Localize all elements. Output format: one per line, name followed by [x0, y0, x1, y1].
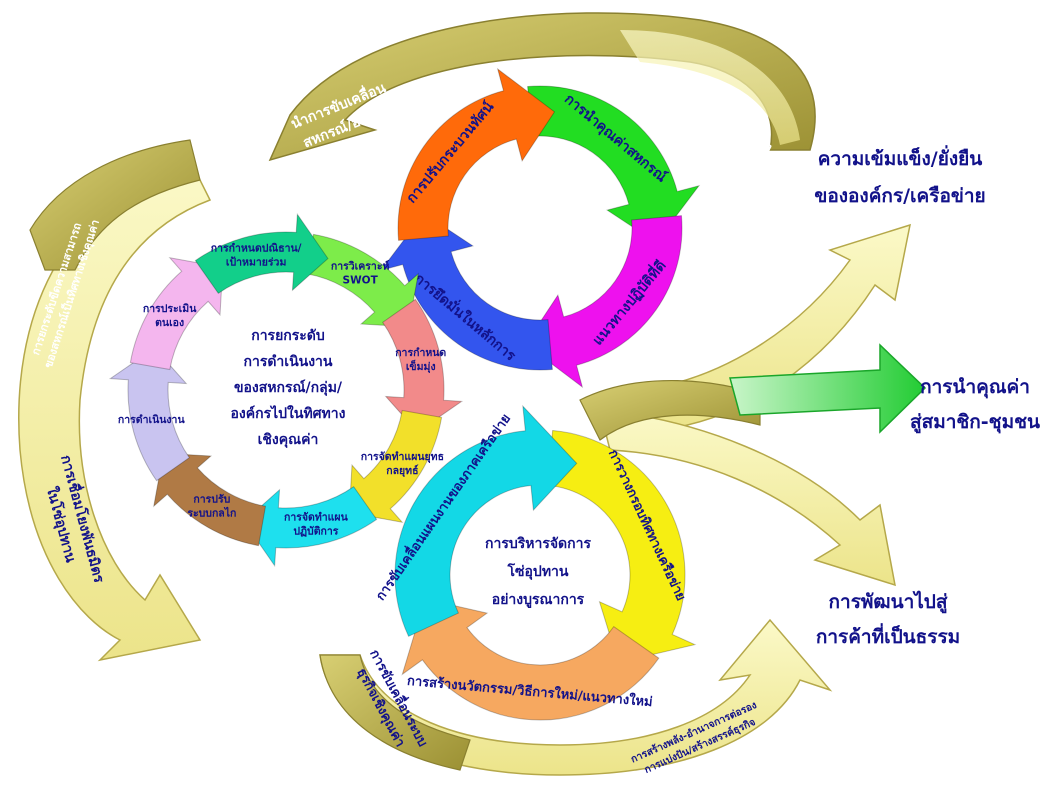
top-cycle-segment-arrow	[527, 85, 701, 244]
left-center-line: องค์กรไปในทิศทาง	[231, 404, 346, 422]
bottom-center-line: โซ่อุปทาน	[507, 562, 569, 580]
left-cycle-segment-label: ปฏิบัติการ	[293, 526, 338, 538]
left-cycle-segment-label: การดำเนินงาน	[118, 414, 186, 426]
left-cycle-segment-label: การกำหนดปณิธาน/	[211, 242, 302, 254]
left-cycle-segment-label: SWOT	[343, 275, 379, 287]
top-cycle-segment-arrow	[524, 215, 683, 389]
left-cycle-segment-label: การประเมิน	[143, 303, 197, 315]
bottom-cycle-segment-arrow	[547, 430, 697, 664]
left-cycle-segment-label: การจัดทำแผนยุทธ	[361, 451, 444, 464]
left-center-line: การดำเนินงาน	[243, 354, 332, 370]
outcome-strength: ความเข้มแข็ง/ยั่งยืน ขององค์กร/เครือข่าย	[814, 145, 985, 207]
svg-text:การพัฒนาไปสู่: การพัฒนาไปสู่	[829, 590, 948, 614]
left-cycle-segment-label: การกำหนด	[395, 347, 446, 359]
left-cycle: การวิเคราะห์ SWOT การกำหนดเข็มมุ่งการจัดทำ…	[108, 212, 464, 568]
svg-text:การค้าที่เป็นธรรม: การค้าที่เป็นธรรม	[816, 623, 960, 648]
top-center-line: ผู้นำเชิงคุณค่า	[490, 243, 595, 264]
bottom-cycle-segment-arrow	[401, 598, 660, 721]
bottom-cycle-segment-arrow	[394, 404, 578, 637]
top-center-line: 4 มิติ	[522, 183, 562, 203]
left-swoosh-olive	[29, 139, 201, 271]
left-center-line: ของสหกรณ์/กลุ่ม/	[234, 379, 343, 396]
left-swoosh-arrow	[18, 159, 212, 662]
left-cycle-segment-arrow	[348, 409, 443, 523]
bottom-center-line: การบริหารจัดการ	[485, 536, 592, 552]
left-cycle-segment-arrow	[108, 347, 191, 482]
bottom-center-line: อย่างบูรณาการ	[492, 592, 585, 608]
left-cycle-segment-label: ระบบกลไก	[187, 506, 236, 519]
bottom-swoosh-olive	[319, 654, 471, 771]
svg-text:ความเข้มแข็ง/ยั่งยืน: ความเข้มแข็ง/ยั่งยืน	[818, 145, 983, 170]
left-cycle-segment-label: ตนเอง	[155, 317, 184, 329]
left-cycle-segment-label: เป้าหมายร่วม	[226, 255, 287, 268]
left-cycle-segment-label: การปรับ	[193, 493, 230, 505]
left-cycle-segment-label: เข็มมุ่ง	[406, 359, 436, 374]
left-cycle-segment-arrow	[129, 257, 224, 371]
top-cycle-segment-arrow	[397, 67, 556, 241]
left-cycle-segment-arrow	[194, 212, 329, 295]
top-center-line: ในการสร้าง	[499, 212, 585, 233]
svg-text:ขององค์กร/เครือข่าย: ขององค์กร/เครือข่าย	[814, 185, 985, 207]
left-center-line: การยกระดับ	[251, 328, 325, 344]
left-center-line: เชิงคุณค่า	[258, 432, 319, 448]
top-cycle-center: 4 มิติ ในการสร้าง ผู้นำเชิงคุณค่า	[490, 183, 595, 264]
left-cycle-segment-label: กลยุทธ์	[386, 464, 418, 478]
top-swoosh-inner	[620, 30, 800, 145]
left-cycle-segment-arrow	[381, 298, 464, 433]
left-cycle-center: การยกระดับ การดำเนินงาน ของสหกรณ์/กลุ่ม/…	[231, 328, 346, 448]
svg-text:การนำคุณค่า: การนำคุณค่า	[920, 376, 1030, 399]
left-cycle-segment-arrow	[153, 452, 267, 547]
outcome-value-to-members: การนำคุณค่า สู่สมาชิก-ชุมชน	[910, 376, 1040, 434]
outcome-fair-trade: การพัฒนาไปสู่ การค้าที่เป็นธรรม	[816, 590, 960, 648]
right-down-swoosh-arrow	[599, 409, 896, 587]
left-cycle-segment-label: การวิเคราะห์	[331, 260, 390, 273]
right-olive-ribbon	[579, 380, 761, 441]
bottom-cycle-center: การบริหารจัดการ โซ่อุปทาน อย่างบูรณาการ	[485, 536, 592, 608]
left-cycle-segment-arrow	[243, 485, 378, 568]
left-cycle-segment-arrow	[305, 233, 419, 328]
left-cycle-segment-label: การจัดทำแผน	[284, 512, 349, 524]
svg-text:สู่สมาชิก-ชุมชน: สู่สมาชิก-ชุมชน	[910, 411, 1040, 434]
green-outcome-arrow	[729, 343, 927, 434]
